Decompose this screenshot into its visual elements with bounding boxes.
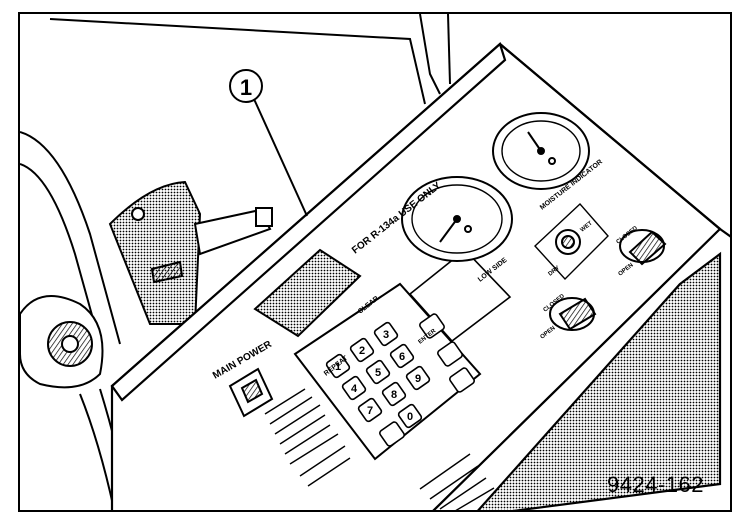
key-label: 6	[399, 351, 405, 363]
key-label: 2	[359, 345, 365, 357]
key-label: 3	[383, 329, 389, 341]
key-label: 8	[391, 389, 397, 401]
hose-bracket	[108, 180, 273, 325]
key-3[interactable]: 3	[373, 321, 399, 347]
background-structure	[20, 14, 451, 345]
valve-knob-low[interactable]	[549, 297, 597, 331]
key-5[interactable]: 5	[365, 359, 391, 385]
key-2[interactable]: 2	[349, 337, 375, 363]
key-1[interactable]: 1	[325, 353, 351, 379]
key-label: 4	[351, 383, 358, 395]
callout-number: 1	[240, 75, 252, 100]
function-key-2[interactable]	[437, 341, 464, 367]
low-side-gauge	[401, 176, 513, 262]
key-6[interactable]: 6	[389, 343, 415, 369]
key-label: 1	[335, 361, 341, 373]
key-7[interactable]: 7	[357, 397, 383, 423]
key-9[interactable]: 9	[405, 365, 431, 391]
figure-frame: 1 2 3 4 5 6 7 8 9 0	[18, 12, 732, 512]
function-key-4[interactable]	[379, 421, 406, 447]
key-0[interactable]: 0	[397, 403, 423, 429]
key-label: 7	[367, 405, 373, 417]
keypad: 1 2 3 4 5 6 7 8 9 0	[293, 282, 482, 461]
key-label: 9	[415, 373, 421, 385]
key-label: 5	[375, 367, 381, 379]
high-side-gauge	[492, 112, 590, 190]
display-window	[253, 248, 362, 338]
valve-knob-high[interactable]	[619, 229, 667, 266]
control-panel	[110, 42, 730, 510]
key-8[interactable]: 8	[381, 381, 407, 407]
main-power-switch[interactable]	[228, 367, 274, 418]
figure-id: 9424-162	[607, 472, 704, 497]
callout-leader: 1	[229, 69, 308, 217]
key-4[interactable]: 4	[341, 375, 367, 401]
panel-vent-lines	[264, 388, 495, 510]
function-key-1[interactable]	[419, 313, 446, 339]
equipment-illustration: 1 2 3 4 5 6 7 8 9 0	[20, 14, 730, 510]
hose-reel	[20, 295, 131, 510]
moisture-indicator	[534, 202, 609, 281]
key-label: 0	[407, 411, 413, 423]
function-key-3[interactable]	[449, 367, 476, 393]
